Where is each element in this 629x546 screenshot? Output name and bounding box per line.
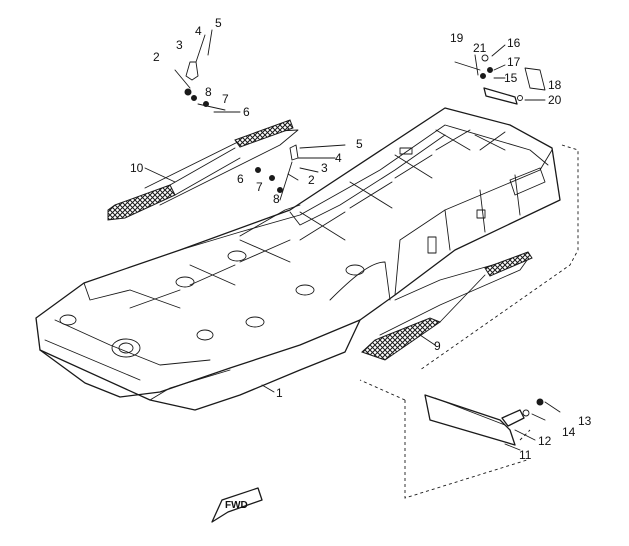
- fasteners-center: [255, 144, 346, 201]
- callout-1: 1: [276, 386, 283, 400]
- callout-13: 13: [578, 414, 592, 428]
- callout-18: 18: [548, 78, 562, 92]
- callout-numbers: 1 2 2 3 3 4 4 5 5 6 6 7 7 8 8 9 10 11 12…: [130, 16, 592, 462]
- callout-9: 9: [434, 339, 441, 353]
- guard-plate: [359, 144, 579, 499]
- callout-19: 19: [450, 31, 464, 45]
- callout-11: 11: [519, 448, 532, 462]
- callout-8b: 8: [273, 192, 280, 206]
- callout-14: 14: [562, 425, 576, 439]
- callout-5b: 5: [356, 137, 363, 151]
- callout-3b: 3: [321, 161, 328, 175]
- forward-label: FWD: [225, 500, 248, 511]
- callout-4b: 4: [335, 151, 342, 165]
- callout-6b: 6: [237, 172, 244, 186]
- callout-5a: 5: [215, 16, 222, 30]
- running-board-right: [361, 251, 533, 361]
- callout-15: 15: [504, 71, 518, 85]
- callout-20: 20: [548, 93, 562, 107]
- callout-2b: 2: [308, 173, 315, 187]
- leader-lines: [144, 167, 536, 451]
- callout-17: 17: [507, 55, 521, 69]
- callout-7a: 7: [222, 92, 229, 106]
- callout-7b: 7: [256, 180, 263, 194]
- callout-21: 21: [473, 41, 487, 55]
- fasteners-upper-left: [174, 29, 241, 113]
- callout-4a: 4: [195, 24, 202, 38]
- bracket-upper-right: [454, 44, 546, 105]
- chassis-frame: [35, 107, 561, 411]
- callout-3a: 3: [176, 38, 183, 52]
- callout-6a: 6: [243, 105, 250, 119]
- callout-12: 12: [538, 434, 552, 448]
- running-board-left: [107, 119, 299, 221]
- hardware-12-14: [501, 398, 561, 427]
- callout-2a: 2: [153, 50, 160, 64]
- callout-8a: 8: [205, 85, 212, 99]
- callout-10: 10: [130, 161, 144, 175]
- forward-arrow-icon: FWD: [211, 487, 263, 523]
- callout-16: 16: [507, 36, 521, 50]
